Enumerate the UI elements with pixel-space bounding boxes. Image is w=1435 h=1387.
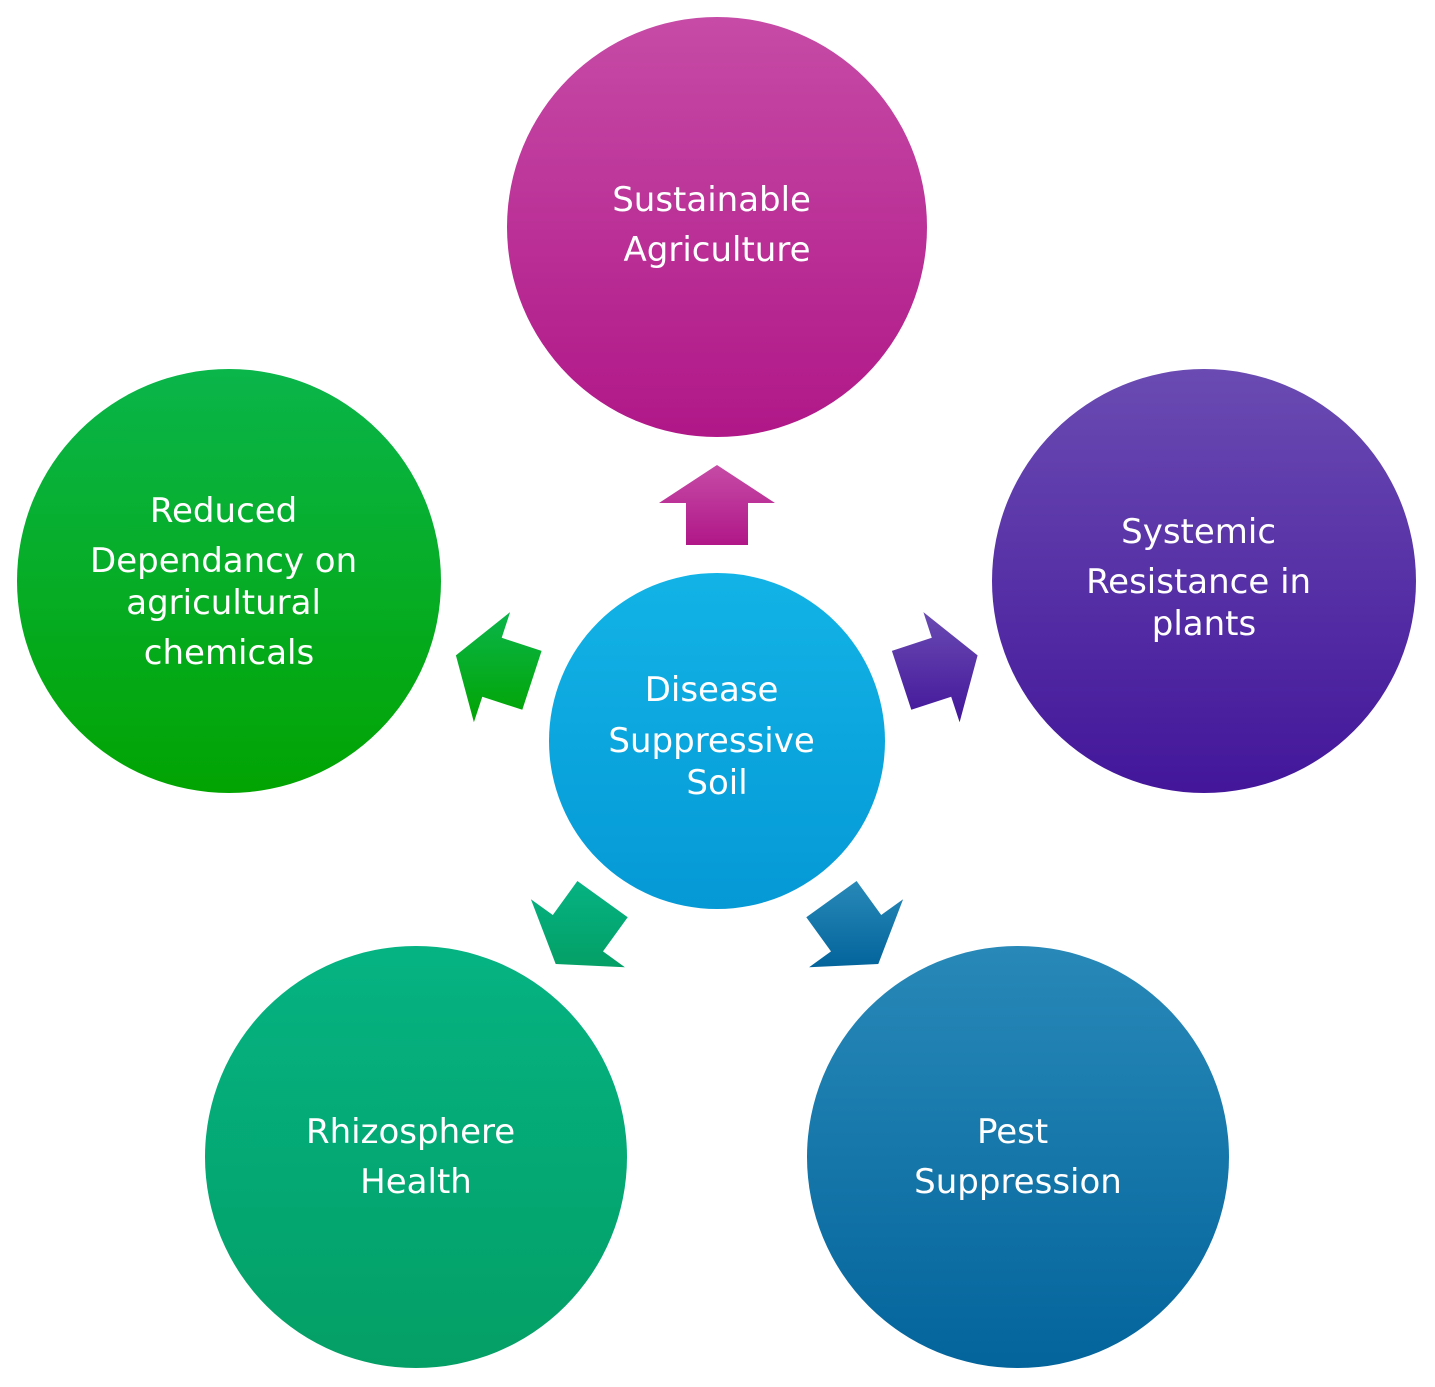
node-reduced-dependancy-label: Reduced Dependancy on agricultural chemi… xyxy=(90,491,368,673)
arrow-to-rhizosphere-health xyxy=(530,881,628,968)
node-systemic-resistance: Systemic Resistance in plants xyxy=(992,369,1416,793)
node-rhizosphere-health: Rhizosphere Health xyxy=(205,946,627,1368)
node-pest-suppression-label: Pest Suppression xyxy=(914,1112,1122,1202)
center-node-disease-suppressive-soil: Disease Suppressive Soil xyxy=(549,573,885,909)
arrow-to-reduced-dependancy xyxy=(455,612,542,723)
node-systemic-resistance-label: Systemic Resistance in plants xyxy=(1086,512,1322,644)
node-reduced-dependancy: Reduced Dependancy on agricultural chemi… xyxy=(17,369,441,793)
center-node-label: Disease Suppressive Soil xyxy=(608,670,825,803)
node-sustainable-agriculture: Sustainable Agriculture xyxy=(507,17,927,437)
node-sustainable-agriculture-label: Sustainable Agriculture xyxy=(612,180,822,270)
arrow-to-sustainable-agriculture xyxy=(659,465,775,545)
node-pest-suppression: Pest Suppression xyxy=(807,946,1229,1368)
node-rhizosphere-health-label: Rhizosphere Health xyxy=(306,1112,526,1202)
arrow-to-pest-suppression xyxy=(806,881,904,968)
arrow-to-systemic-resistance xyxy=(891,612,978,723)
